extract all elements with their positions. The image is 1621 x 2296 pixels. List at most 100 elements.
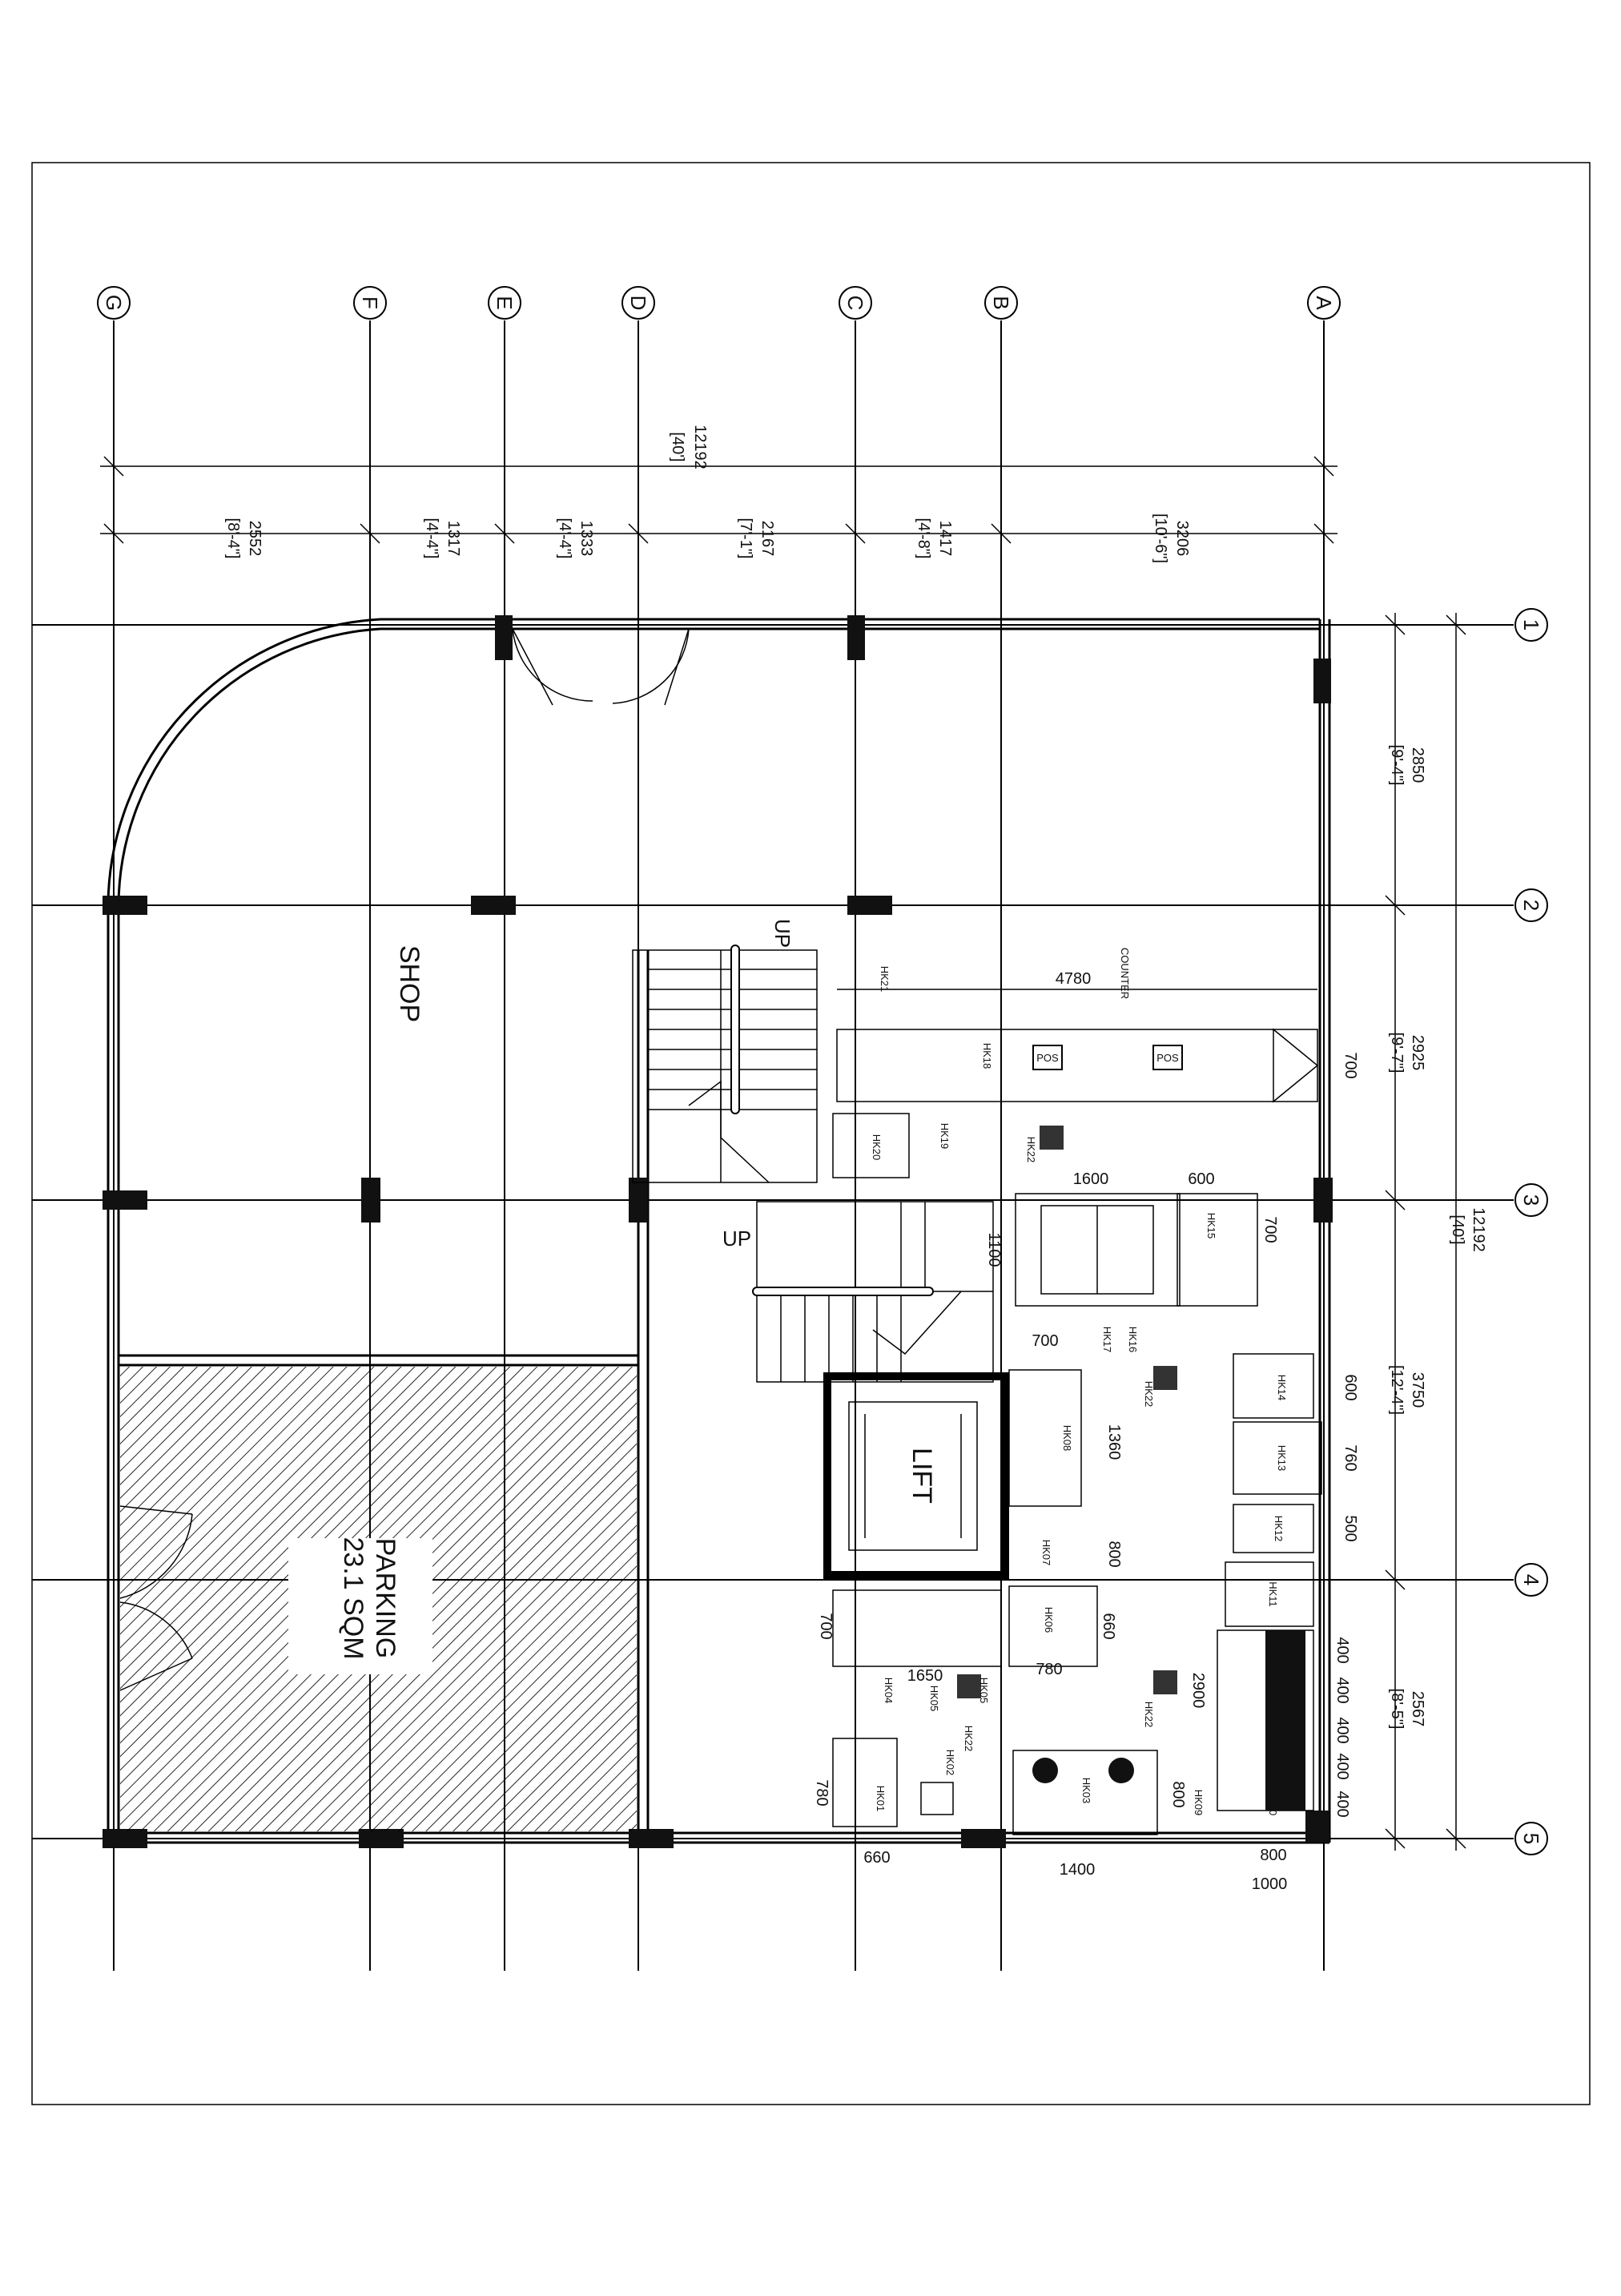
dim-780-b: 780 [813,1779,831,1806]
top-dim-seg-1-imp: [8'-4"] [224,518,242,559]
tag-hk08: HK08 [1061,1425,1073,1452]
service-counter: COUNTER POS POS 4780 700 [836,948,1359,1103]
dim-600: 600 [1188,1170,1214,1188]
grid-label-5: 5 [1519,1833,1543,1844]
lift-label: LIFT [907,1448,937,1504]
dim-400-1: 400 [1333,1637,1351,1663]
right-dim-seg-4-imp: [8'-5"] [1388,1689,1406,1730]
right-dim-seg-2-imp: [9'-7"] [1388,1033,1406,1073]
tag-hk22-b: HK22 [1143,1381,1155,1408]
parking-area-label: 23.1 SQM [338,1537,368,1659]
grid-label-d: D [626,296,650,311]
grid-label-e: E [493,296,517,309]
structural-columns [103,615,1333,1848]
parking-label-mask [288,1538,432,1674]
dim-800-c: 800 [1169,1781,1187,1807]
pos-1-label: POS [1036,1052,1059,1064]
counter-label: COUNTER [1119,948,1131,999]
right-dim-seg-4: 2567 [1409,1691,1426,1727]
dim-1600: 1600 [1073,1170,1109,1188]
tag-hk10-4: HK10 [1267,1754,1279,1780]
dim-1650: 1650 [907,1667,943,1685]
right-overall-dim: 12192 [1470,1207,1487,1252]
dim-400-5: 400 [1333,1790,1351,1817]
top-dim-seg-4-imp: [7'-1"] [737,518,754,559]
tag-hk07: HK07 [1040,1540,1052,1566]
top-dim-seg-1: 2552 [246,521,263,557]
right-dim-seg-1: 2850 [1409,747,1426,783]
tag-hk02: HK02 [944,1750,956,1776]
dim-1000: 1000 [1252,1875,1288,1893]
dim-700-a: 700 [1261,1216,1279,1243]
dim-500: 500 [1341,1515,1359,1541]
stair-up-label-2: UP [722,1227,751,1251]
dim-660-a: 660 [863,1849,890,1867]
kitchen-equipment [832,1113,1322,1835]
dim-1100: 1100 [985,1232,1003,1267]
tag-hk10-2: HK10 [1267,1678,1279,1704]
grid-lines-horizontal [32,624,1514,1839]
entrance-double-door [512,628,690,706]
top-dim-seg-5-imp: [4'-8"] [915,518,932,559]
dim-700-c: 700 [817,1613,835,1639]
grid-bubbles-letters: G F E D C B A [97,286,1341,320]
tag-hk11: HK11 [1267,1581,1279,1607]
exterior-walls [107,618,1331,1844]
dim-1360: 1360 [1105,1424,1123,1460]
tag-hk06: HK06 [1043,1607,1055,1633]
tag-hk03: HK03 [1080,1778,1092,1804]
dim-600-b: 600 [1341,1374,1359,1400]
dim-800-b: 800 [1260,1847,1286,1864]
grid-label-2: 2 [1519,900,1543,911]
tag-hk18: HK18 [981,1043,993,1069]
top-dim-seg-6: 3206 [1173,521,1191,557]
tag-hk12: HK12 [1273,1516,1285,1542]
grid-label-g: G [102,295,126,311]
dim-2900: 2900 [1189,1673,1207,1709]
tag-hk19: HK19 [939,1123,951,1150]
dim-400-2: 400 [1333,1677,1351,1703]
right-dimension-chain: 2850 [9'-4"] 2925 [9'-7"] 3750 [12'-4"] … [1385,613,1487,1851]
top-dim-seg-3: 1333 [577,521,595,557]
interior-dimensions: 1600 600 700 1100 700 1360 800 600 760 5… [813,1170,1359,1893]
tag-hk09: HK09 [1193,1790,1205,1816]
tag-hk04: HK04 [883,1678,895,1704]
tag-hk16: HK16 [1127,1327,1139,1353]
tag-hk05-a: HK05 [928,1686,940,1712]
top-dim-seg-3-imp: [4'-4"] [556,518,573,559]
dim-700-counter: 700 [1341,1052,1359,1078]
dim-800-a: 800 [1105,1541,1123,1567]
top-dim-seg-5: 1417 [936,521,954,557]
dim-780-a: 780 [1036,1661,1062,1678]
stair-lower: UP [722,1201,994,1383]
tag-hk21: HK21 [879,966,891,993]
tag-hk10-1: HK10 [1267,1637,1279,1664]
tag-hk10-5: HK10 [1267,1790,1279,1816]
pos-2-label: POS [1156,1052,1179,1064]
right-dim-seg-2: 2925 [1409,1035,1426,1071]
tag-hk15: HK15 [1205,1213,1217,1239]
grid-label-f: F [358,296,382,309]
grid-label-1: 1 [1519,619,1543,630]
tag-hk22-d: HK22 [963,1726,975,1752]
sheet-border [31,162,1591,2105]
tag-hk22-a: HK22 [1025,1137,1037,1163]
top-dimension-chain: 12192 [40'] 2552 [8'-4"] 1317 [4'-4"] 13… [100,425,1337,563]
tag-hk10-3: HK10 [1267,1718,1279,1744]
stair-up-label-1: UP [770,919,794,948]
grid-label-c: C [843,296,867,311]
dim-400-4: 400 [1333,1753,1351,1779]
tag-hk05-b: HK05 [978,1678,990,1704]
grid-label-3: 3 [1519,1194,1543,1206]
top-overall-dim: 12192 [691,425,709,469]
dim-700-b: 700 [1032,1332,1058,1350]
dim-660-b: 660 [1100,1613,1117,1639]
top-dim-seg-6-imp: [10'-6"] [1152,514,1169,563]
top-dim-seg-2: 1317 [444,521,462,557]
top-dim-seg-4: 2167 [758,521,776,557]
tag-hk13: HK13 [1276,1445,1288,1472]
dim-760: 760 [1341,1444,1359,1471]
stair-upper: UP [632,919,818,1183]
grid-label-a: A [1312,296,1336,310]
